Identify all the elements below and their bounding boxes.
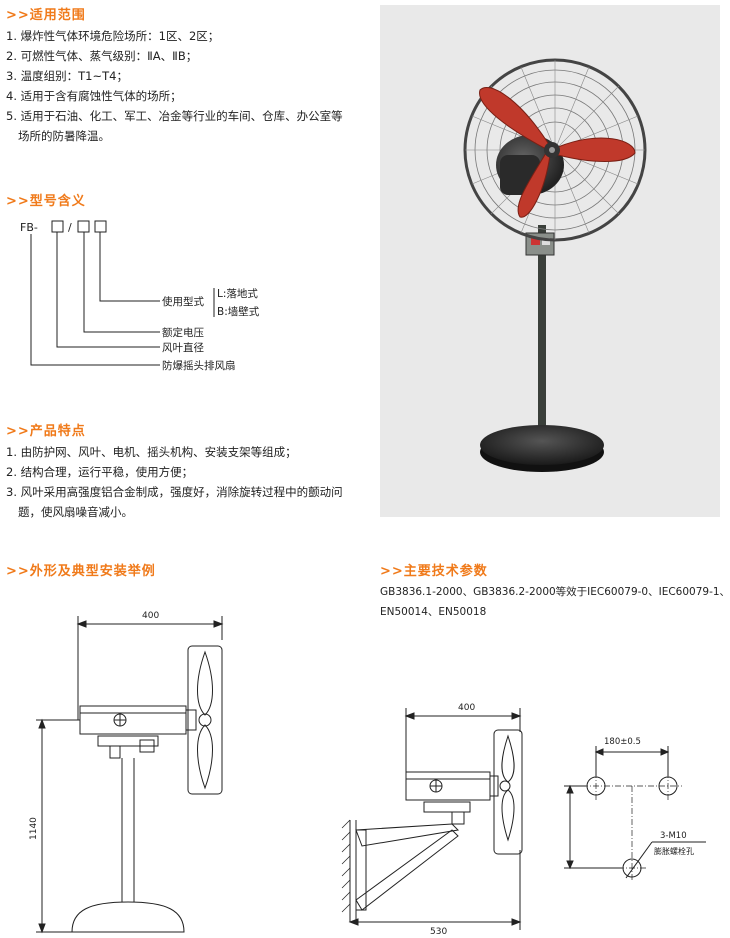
dim-hole-spacing: 180±0.5 bbox=[604, 737, 641, 747]
list-item: 1. 由防护网、风叶、电机、摇头机构、安装支架等组成； bbox=[6, 445, 297, 459]
wall-fan-outline-drawing: 400 530 bbox=[341, 703, 523, 937]
code-box-voltage bbox=[77, 220, 90, 233]
dim-width-400: 400 bbox=[142, 611, 159, 621]
standards-line-2: EN50014、EN50018 bbox=[380, 606, 487, 618]
label-fan-name: 防爆摇头排风扇 bbox=[162, 359, 236, 372]
dim-wall-depth-530: 530 bbox=[430, 927, 447, 937]
code-box-diameter bbox=[51, 220, 64, 233]
product-photo bbox=[380, 5, 720, 517]
section-title-outline: >>外形及典型安装举例 bbox=[6, 564, 156, 579]
list-item: 3. 温度组别：T1~T4； bbox=[6, 69, 128, 83]
list-item: 2. 结构合理，运行平稳，使用方便； bbox=[6, 465, 194, 479]
applicable-range-list: 1. 爆炸性气体环境危险场所：1区、2区； 2. 可燃性气体、蒸气级别：ⅡA、Ⅱ… bbox=[6, 26, 343, 146]
bolt-spec-label: 3-M10 bbox=[660, 831, 687, 841]
standards-line-1: GB3836.1-2000、GB3836.2-2000等效于IEC60079-0… bbox=[380, 586, 730, 598]
list-item: 4. 适用于含有腐蚀性气体的场所； bbox=[6, 89, 182, 103]
label-option-b: B:墙壁式 bbox=[217, 305, 260, 318]
list-item: 场所的防暑降温。 bbox=[18, 129, 110, 143]
model-prefix: FB- bbox=[20, 221, 38, 234]
dim-wall-width-400: 400 bbox=[458, 703, 475, 713]
model-slash: / bbox=[68, 221, 72, 234]
label-option-l: L:落地式 bbox=[217, 287, 258, 300]
bolt-hole-layout-drawing: 180±0.5 3-M10 膨胀螺栓孔 bbox=[564, 737, 706, 880]
section-title-applicable-range: >>适用范围 bbox=[6, 8, 86, 23]
dim-height-1140: 1140 bbox=[29, 817, 39, 840]
list-item: 题，使风扇噪音减小。 bbox=[18, 505, 133, 519]
section-title-features: >>产品特点 bbox=[6, 424, 86, 439]
list-item: 3. 风叶采用高强度铝合金制成，强度好，消除旋转过程中的颤动问 bbox=[6, 485, 343, 499]
bolt-hole-desc: 膨胀螺栓孔 bbox=[654, 846, 694, 856]
list-item: 2. 可燃性气体、蒸气级别：ⅡA、ⅡB； bbox=[6, 49, 198, 63]
floor-fan-outline-drawing: 400 1140 bbox=[29, 611, 224, 934]
fan-blades bbox=[479, 86, 636, 218]
list-item: 5. 适用于石油、化工、军工、冶金等行业的车间、仓库、办公室等 bbox=[6, 109, 343, 123]
label-blade-diameter: 风叶直径 bbox=[162, 341, 204, 354]
section-title-tech-params: >>主要技术参数 bbox=[380, 564, 488, 579]
section-title-model-meaning: >>型号含义 bbox=[6, 194, 86, 209]
features-list: 1. 由防护网、风叶、电机、摇头机构、安装支架等组成； 2. 结构合理，运行平稳… bbox=[6, 442, 343, 522]
model-code-diagram: FB- / 使用型式 L:落地式 B:墙壁式 额定电压 风叶直径 防爆摇头排风扇 bbox=[20, 220, 260, 372]
label-rated-voltage: 额定电压 bbox=[162, 326, 204, 339]
label-usage-type: 使用型式 bbox=[162, 295, 204, 308]
list-item: 1. 爆炸性气体环境危险场所：1区、2区； bbox=[6, 29, 220, 43]
fan-photo-illustration bbox=[463, 58, 647, 472]
code-box-usage bbox=[94, 220, 107, 233]
